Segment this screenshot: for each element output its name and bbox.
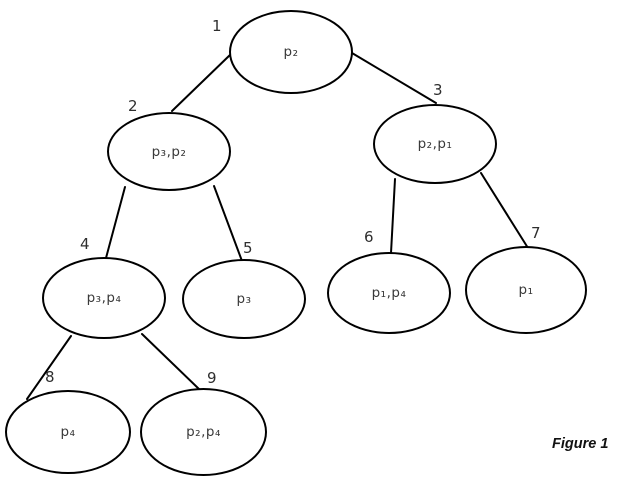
- node-number-5: 5: [243, 239, 253, 257]
- tree-node-6: p₁,p₄: [327, 252, 451, 334]
- node-3-label: p₂,p₁: [417, 136, 453, 152]
- node-4-label: p₃,p₄: [86, 290, 122, 306]
- node-7-label: p₁: [518, 282, 534, 298]
- node-number-7: 7: [531, 224, 541, 242]
- node-8-label: p₄: [60, 424, 76, 440]
- tree-node-1: p₂: [229, 10, 353, 94]
- node-5-label: p₃: [236, 291, 252, 307]
- tree-node-8: p₄: [5, 390, 131, 474]
- node-9-label: p₂,p₄: [186, 424, 221, 440]
- edge-3-7: [480, 172, 529, 249]
- node-number-8: 8: [45, 368, 55, 386]
- edge-4-8: [26, 335, 72, 400]
- edge-2-4: [105, 186, 126, 259]
- tree-node-2: p₃,p₂: [107, 112, 231, 191]
- node-number-3: 3: [433, 81, 443, 99]
- figure-caption: Figure 1: [552, 436, 609, 452]
- edge-3-6: [390, 178, 396, 254]
- node-number-6: 6: [364, 228, 374, 246]
- node-number-4: 4: [80, 235, 90, 253]
- tree-node-5: p₃: [182, 259, 306, 339]
- edge-2-5: [213, 185, 243, 262]
- node-2-label: p₃,p₂: [151, 143, 187, 160]
- edge-4-9: [141, 333, 201, 391]
- tree-node-3: p₂,p₁: [373, 104, 497, 184]
- edge-1-2: [171, 53, 232, 112]
- node-1-label: p₂: [283, 44, 299, 60]
- node-number-9: 9: [207, 369, 217, 387]
- tree-node-9: p₂,p₄: [140, 388, 267, 476]
- edge-1-3: [351, 52, 437, 104]
- node-6-label: p₁,p₄: [371, 285, 407, 301]
- node-number-2: 2: [128, 97, 138, 115]
- tree-node-4: p₃,p₄: [42, 257, 166, 339]
- tree-node-7: p₁: [465, 246, 587, 334]
- node-number-1: 1: [212, 17, 222, 35]
